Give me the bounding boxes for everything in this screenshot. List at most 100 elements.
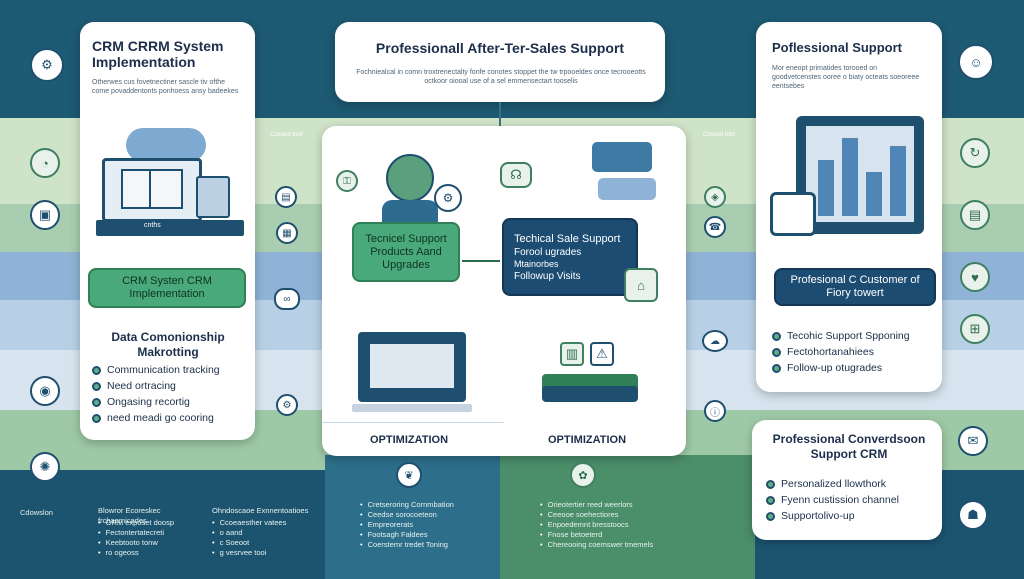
right-bottom-title: Professional Converdsoon Support CRM: [772, 432, 926, 461]
house-icon: ⌂: [624, 268, 658, 302]
list-item: ro ogeoss: [98, 548, 208, 558]
list-item: Fectohortanahiees: [772, 344, 938, 360]
footer-col4-list: Cretseroring Cornmbation Ceedse sorocoet…: [360, 500, 495, 550]
list-item: Chereooing coemswer tmemels: [540, 540, 690, 550]
gear-icon-figure: ⚙: [434, 184, 462, 212]
document-icon-right: ▤: [960, 200, 990, 230]
footer-node-left: ❦: [396, 462, 422, 488]
list-item: Ceeooe soehectiores: [540, 510, 690, 520]
tech-support-pill[interactable]: Tecnicel Support Products Aand Upgrades: [352, 222, 460, 282]
key-icon: ⚿: [336, 170, 358, 192]
footer-col1-header: Cdowslon: [20, 508, 53, 517]
right-card-list: Tecohic Support Spponing Fectohortanahie…: [772, 328, 938, 376]
left-card-title: CRM CRRM System Implementation: [92, 38, 224, 70]
server-rack-icon: [196, 176, 230, 218]
list-item: Fectontertatecreti: [98, 528, 208, 538]
tech-sale-support-title: Techical Sale Support: [514, 232, 621, 245]
list-item: Fnose betoeterd: [540, 530, 690, 540]
cloud-icon-mid-right: ☁: [702, 330, 728, 352]
bullet-icon: [766, 495, 775, 505]
left-card-list: Communication tracking Need ortracing On…: [92, 362, 252, 426]
list-item: need meadi go cooring: [92, 410, 252, 426]
left-card-description: Otherwes cus fovetnectiner sascle tiv of…: [92, 79, 239, 95]
tablet-chart-illustration: [770, 116, 930, 240]
list-item: Ceedse sorocoeteon: [360, 510, 495, 520]
gauge-icon-left: ◔: [30, 148, 60, 178]
center-header-description: Fochniealcal in comn troxtrenectalty fon…: [356, 69, 646, 85]
tech-sale-support-card[interactable]: Techical Sale Support Forool ugrades Mta…: [502, 218, 638, 296]
info-icon-mid-right: ⓘ: [704, 400, 726, 422]
list-item: Ongasing recortig: [92, 394, 252, 410]
right-connector-label: Cosoco toot: [703, 132, 736, 138]
tablet-frame: [796, 116, 924, 234]
tech-sale-line: Followup Visits: [514, 270, 581, 282]
list-item: Coerstemr tredet Toning: [360, 540, 495, 550]
bullet-icon: [92, 413, 101, 423]
list-item: Tecohic Support Spponing: [772, 328, 938, 344]
list-item: c Soeoot: [212, 538, 312, 548]
laptop-base: [352, 404, 472, 412]
connector-line: [499, 102, 501, 126]
footer-col3-list: Ccoeaesther vatees o aand c Soeoot g ves…: [212, 518, 312, 558]
clipboard-icon-mid-left: ▦: [276, 222, 298, 244]
optimization-divider-left: [322, 422, 504, 456]
footer-col3-header: Ohndoscaoe Exnnentoatioes: [212, 506, 309, 515]
left-card: CRM CRRM System Implementation Otherwes …: [80, 22, 255, 440]
list-item: Fyenn custission channel: [766, 492, 936, 508]
profile-icon-right: ☺: [958, 44, 994, 80]
list-item: o aand: [212, 528, 312, 538]
list-item: Communication tracking: [92, 362, 252, 378]
footer-col5-list: Orieotertier reed weerlors Ceeooe soehec…: [540, 500, 690, 550]
chat-bubble-icon: [592, 142, 652, 172]
server-illustration: cnths: [96, 128, 246, 240]
chat-icon-right: ✉: [958, 426, 988, 456]
list-item: Cretseroring Cornmbation: [360, 500, 495, 510]
list-item: Keebtooto tonw: [98, 538, 208, 548]
left-card-pill[interactable]: CRM Systen CRM Implementation: [88, 268, 246, 308]
list-item: Ccoeaesther vatees: [212, 518, 312, 528]
refresh-icon-right: ↻: [960, 138, 990, 168]
network-icon-left: ✺: [30, 452, 60, 482]
arrow-connector: [462, 260, 500, 262]
laptop-screen: [358, 332, 466, 402]
footer-col2-list: GRM exposet doosp Fectontertatecreti Kee…: [98, 518, 208, 558]
right-card: Poflessional Support Mor eneopt primatid…: [756, 22, 942, 392]
heart-icon-right: ♥: [960, 262, 990, 292]
tech-sale-line: Mtainorbes: [514, 258, 559, 269]
doc-icon-mid-left: ▤: [275, 186, 297, 208]
right-bottom-list: Personalized llowthork Fyenn custission …: [766, 476, 936, 524]
phone-icon-mid-right: ☎: [704, 216, 726, 238]
center-header-card: Professionall After-Ter-Sales Support Fo…: [335, 22, 665, 102]
bullet-icon: [766, 479, 775, 489]
chat-bubble-icon-2: [598, 178, 656, 200]
left-card-section-title: Data Comonionship Makrotting: [111, 330, 225, 359]
right-card-pill[interactable]: Profesional C Customer of Fiory towert: [774, 268, 936, 306]
bullet-icon: [772, 363, 781, 373]
device-icon: ▥: [560, 342, 584, 366]
optimization-label-right: OPTIMIZATION: [548, 434, 627, 446]
bullet-icon: [772, 331, 781, 341]
list-item: Enpoedemnt bresstoocs: [540, 520, 690, 530]
stack-block-2: [542, 386, 638, 402]
globe-head-icon: [386, 154, 434, 202]
search-icon-left: ◉: [30, 376, 60, 406]
footer-node-right: ✿: [570, 462, 596, 488]
list-item: Follow-up otugrades: [772, 360, 938, 376]
chart-icon-left: ⚙: [30, 48, 64, 82]
list-item: Supportolivo-up: [766, 508, 936, 524]
warning-icon: ⚠: [590, 342, 614, 366]
tag-icon-mid-right: ◈: [704, 186, 726, 208]
briefcase-icon: [770, 192, 816, 236]
optimization-label-left: OPTIMIZATION: [370, 434, 449, 446]
list-item: Orieotertier reed weerlors: [540, 500, 690, 510]
laptop-illustration: [352, 332, 472, 416]
lock-icon-left: ▣: [30, 200, 60, 230]
list-item: Empreorerats: [360, 520, 495, 530]
list-item: GRM exposet doosp: [98, 518, 208, 528]
right-bottom-card: Professional Converdsoon Support CRM Per…: [752, 420, 942, 540]
left-connector-label: Cosaoo toot: [270, 132, 303, 138]
right-card-title: Poflessional Support: [772, 40, 903, 55]
bullet-icon: [766, 511, 775, 521]
list-item: Personalized llowthork: [766, 476, 936, 492]
tech-sale-line: Forool ugrades: [514, 246, 582, 258]
